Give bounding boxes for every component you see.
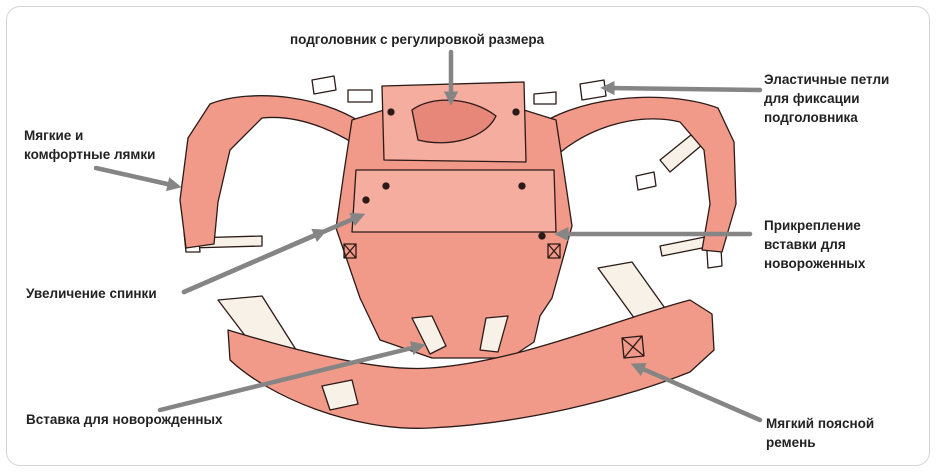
back-panel — [352, 170, 556, 232]
label-newborn-attach: Прикрепление вставки для новороженных — [764, 216, 865, 273]
label-soft-straps: Мягкие и комфортные лямки — [24, 126, 155, 164]
arrow-elastic-loops — [606, 88, 760, 90]
buckle-top-right-2 — [580, 80, 606, 100]
buckle-top-left — [312, 76, 336, 94]
label-back-extension: Увеличение спинки — [26, 284, 157, 303]
label-waist-belt: Мягкий поясной ремень — [766, 414, 874, 452]
arrow-waist-belt — [636, 366, 760, 420]
buckle-top-right — [534, 92, 556, 104]
label-newborn-insert: Вставка для новорожденных — [26, 410, 223, 429]
buckle-top-left-2 — [348, 90, 372, 102]
arrow-soft-straps — [96, 168, 176, 186]
buckle-right-strap — [636, 172, 656, 190]
label-elastic-loops: Эластичные петли для фиксации подголовни… — [764, 70, 889, 127]
label-headrest: подголовник с регулировкой размера — [290, 30, 544, 49]
